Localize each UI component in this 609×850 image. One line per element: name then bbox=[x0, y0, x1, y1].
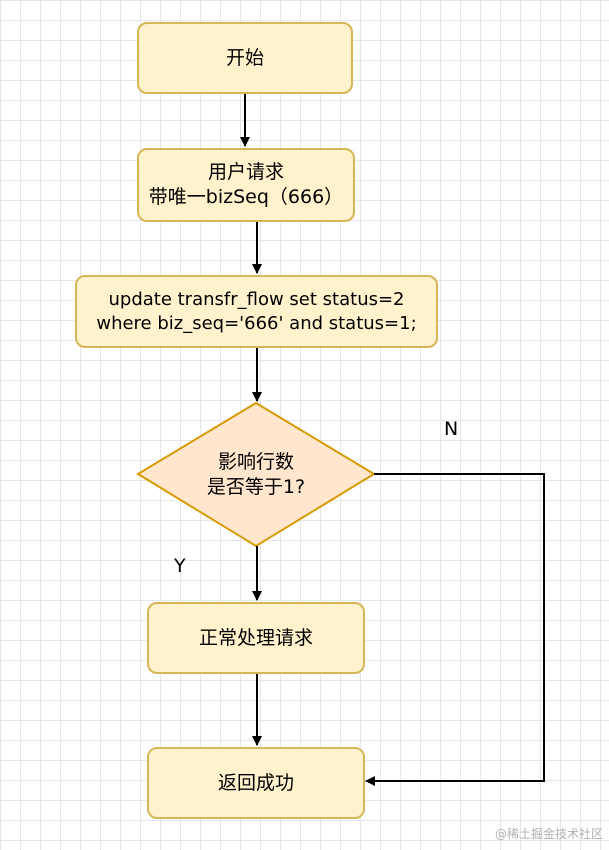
decision-label-line2: 是否等于1? bbox=[206, 476, 306, 498]
success-label: 返回成功 bbox=[217, 771, 294, 794]
process-node[interactable]: 正常处理请求 bbox=[147, 602, 365, 674]
start-label: 开始 bbox=[225, 46, 264, 69]
update-node[interactable]: update transfr_flow set status=2 where b… bbox=[75, 275, 438, 348]
success-node[interactable]: 返回成功 bbox=[147, 747, 365, 819]
request-label-line2: 带唯一bizSeq（666） bbox=[148, 186, 344, 208]
watermark-text: @稀土掘金技术社区 bbox=[494, 827, 603, 841]
decision-label-line1: 影响行数 bbox=[217, 451, 294, 474]
request-label-line1: 用户请求 bbox=[207, 161, 284, 184]
edge-label-yes: Y bbox=[174, 555, 186, 577]
edge-label-no: N bbox=[444, 418, 459, 440]
update-label-line1: update transfr_flow set status=2 bbox=[108, 289, 405, 311]
process-label: 正常处理请求 bbox=[198, 626, 313, 649]
arrow-decision-no bbox=[365, 473, 545, 786]
start-node[interactable]: 开始 bbox=[137, 22, 353, 94]
request-node[interactable]: 用户请求 带唯一bizSeq（666） bbox=[137, 148, 355, 222]
decision-label: 影响行数 是否等于1? bbox=[156, 446, 356, 504]
update-label-line2: where biz_seq='666' and status=1; bbox=[96, 312, 417, 334]
